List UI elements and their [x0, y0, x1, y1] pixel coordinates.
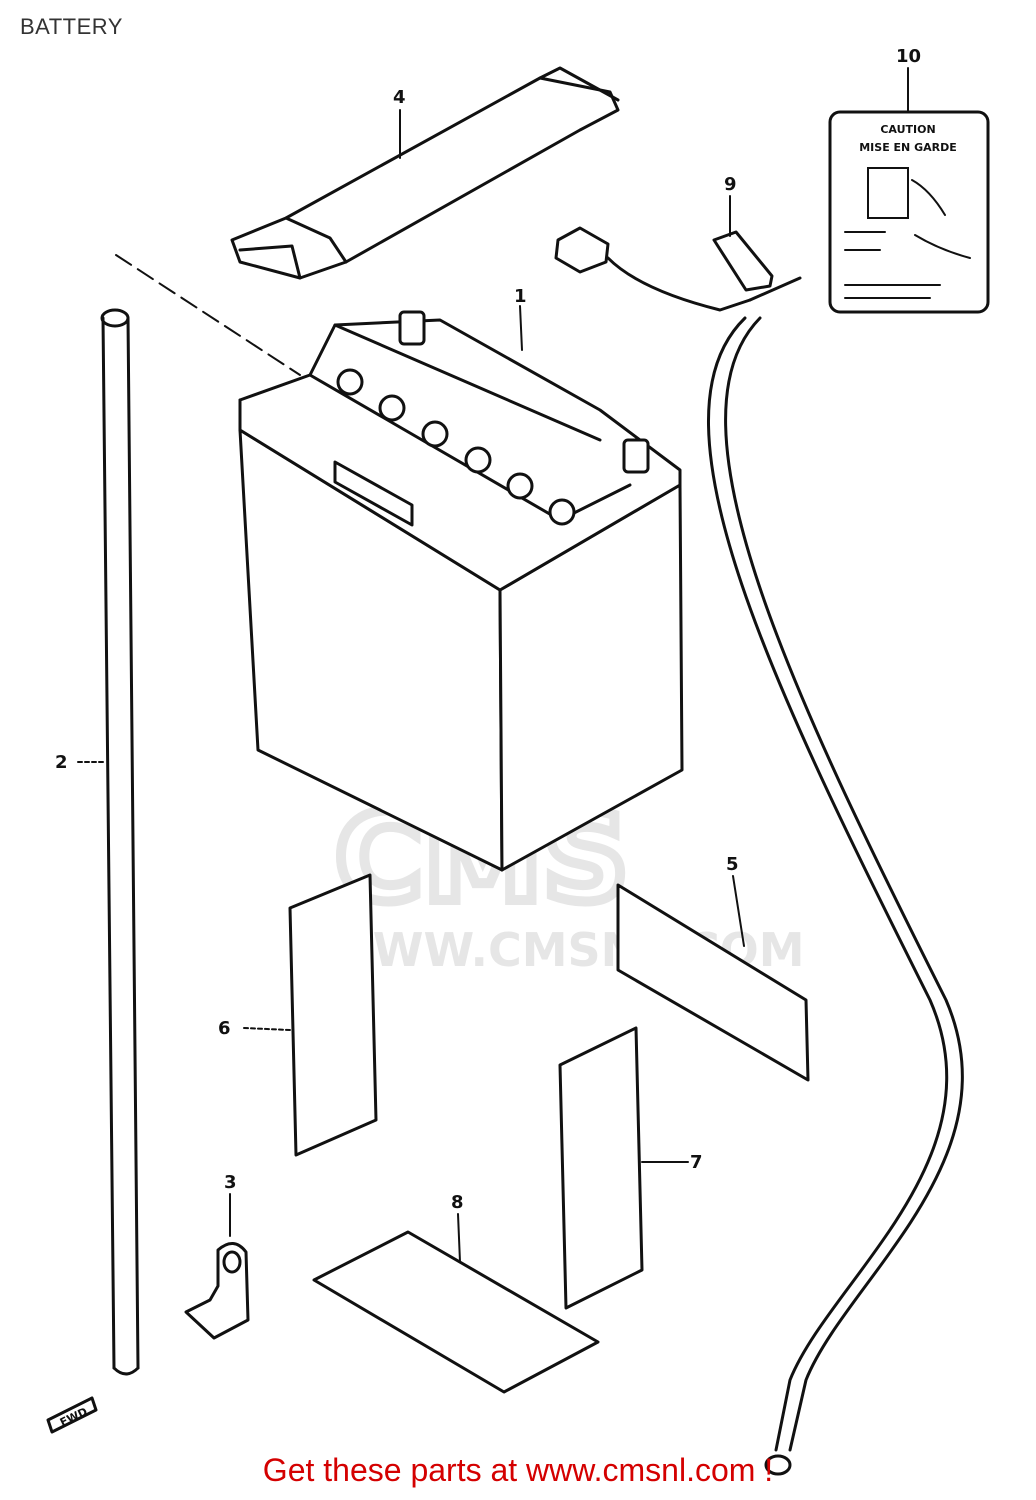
callout-9: 9 — [724, 174, 737, 195]
callout-8: 8 — [451, 1192, 464, 1213]
page-title: BATTERY — [20, 14, 123, 39]
callout-3: 3 — [224, 1172, 237, 1193]
part-cable-clamp — [554, 226, 964, 1476]
front-arrow-icon: FWD — [46, 1396, 98, 1434]
part-breather-tube — [100, 254, 301, 1376]
part-clamp — [184, 1242, 250, 1340]
callouts: 1 2 3 4 5 6 7 8 9 10 — [55, 46, 921, 1263]
callout-7: 7 — [690, 1152, 703, 1173]
part-cushion-7 — [558, 1026, 644, 1310]
caution-subtitle: MISE EN GARDE — [859, 141, 957, 154]
part-cushion-5 — [616, 883, 810, 1082]
callout-6: 6 — [218, 1018, 231, 1039]
caution-title: CAUTION — [880, 123, 935, 136]
callout-4: 4 — [393, 87, 406, 108]
callout-10: 10 — [896, 46, 921, 67]
get-parts-link[interactable]: Get these parts at www.cmsnl.com ! — [262, 1452, 774, 1488]
callout-1: 1 — [514, 286, 527, 307]
part-battery-band — [230, 66, 620, 280]
part-cushion-6 — [288, 873, 378, 1157]
part-caution-label: CAUTION MISE EN GARDE — [828, 110, 990, 314]
part-cushion-8 — [312, 1230, 600, 1394]
callout-5: 5 — [726, 854, 739, 875]
part-battery — [238, 310, 684, 872]
callout-2: 2 — [55, 752, 68, 773]
